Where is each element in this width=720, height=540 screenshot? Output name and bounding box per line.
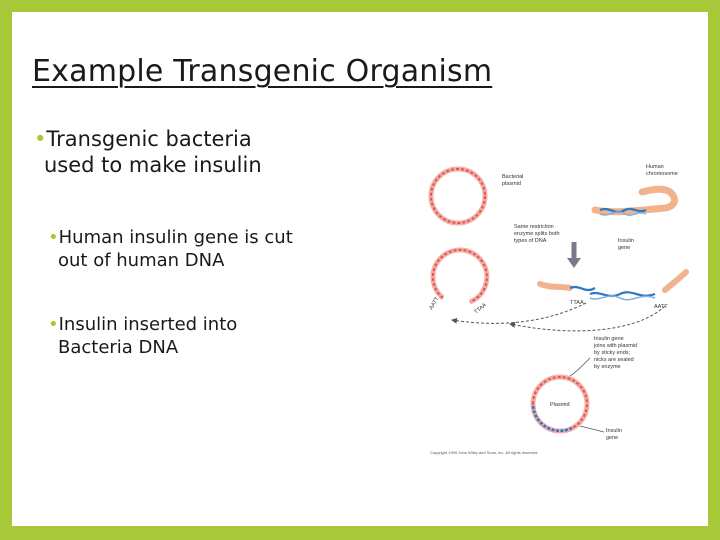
label-enzyme-1: Same restriction — [514, 224, 554, 230]
label-enzyme-2: enzyme splits both — [514, 231, 560, 237]
label-insulin-gene-b2: gene — [606, 435, 618, 441]
cut-human-dna — [537, 269, 689, 301]
human-chromosome — [591, 185, 678, 216]
sticky-end-left-1: AATT — [429, 296, 441, 311]
copyright-text: Copyright 1999 John Wiley and Sons, Inc.… — [430, 450, 539, 455]
sub-bullet-insulin-inserted: •Insulin inserted into Bacteria DNA — [48, 313, 348, 359]
cut-plasmid — [430, 247, 490, 305]
recombinant-dna-diagram: Bacterial plasmid Human chromosome Same … — [410, 148, 700, 460]
process-arrowhead-icon — [567, 258, 581, 268]
label-joins-4: nicks are sealed — [594, 357, 634, 363]
bullet-dot: • — [48, 227, 59, 248]
slide-title: Example Transgenic Organism — [32, 54, 493, 89]
insert-arrow-icon — [451, 302, 587, 324]
sub-bullet-line1: Insulin inserted into — [58, 314, 238, 335]
sticky-end-right-1: TTAA — [570, 300, 584, 306]
label-joins-1: Insulin gene — [594, 336, 624, 342]
label-enzyme-3: types of DNA — [514, 238, 547, 244]
bullet-dot: • — [34, 127, 47, 151]
label-bacterial-plasmid-2: plasmid — [502, 181, 521, 187]
label-human-chromosome-1: Human — [646, 164, 664, 170]
label-joins-2: joins with plasmid — [593, 343, 637, 349]
diagram-svg: Bacterial plasmid Human chromosome Same … — [428, 164, 689, 455]
bullet-line1: Transgenic bacteria — [46, 127, 252, 151]
sub-bullet-human-insulin: •Human insulin gene is cut out of human … — [48, 226, 348, 272]
sub-bullet-line2: Bacteria DNA — [58, 337, 179, 358]
label-joins-3: by sticky ends; — [594, 350, 631, 356]
label-insulin-gene-2: gene — [618, 245, 630, 251]
label-joins-5: by enzyme — [594, 364, 621, 370]
sticky-end-right-2: AATT — [654, 304, 668, 310]
insert-arrow-icon-2 — [509, 305, 666, 332]
label-insulin-gene-1: Insulin — [618, 238, 634, 244]
sub-bullet-line1: Human insulin gene is cut — [58, 227, 293, 248]
bullet-transgenic-bacteria: •Transgenic bacteria used to make insuli… — [34, 126, 374, 178]
pointer-line — [569, 357, 591, 377]
sub-bullet-line2: out of human DNA — [58, 250, 225, 271]
bullet-dot: • — [48, 314, 59, 335]
recombinant-plasmid — [530, 374, 590, 434]
label-bacterial-plasmid-1: Bacterial — [502, 174, 523, 180]
label-insulin-gene-b1: Insulin — [606, 428, 622, 434]
sticky-end-left-2: TTAA — [473, 302, 488, 316]
label-plasmid: Plasmid — [550, 402, 570, 408]
bullet-line2: used to make insulin — [44, 153, 262, 177]
pointer-line-2 — [579, 425, 605, 433]
slide — [12, 12, 708, 526]
label-human-chromosome-2: chromosome — [646, 171, 678, 177]
bacterial-plasmid — [428, 166, 488, 226]
